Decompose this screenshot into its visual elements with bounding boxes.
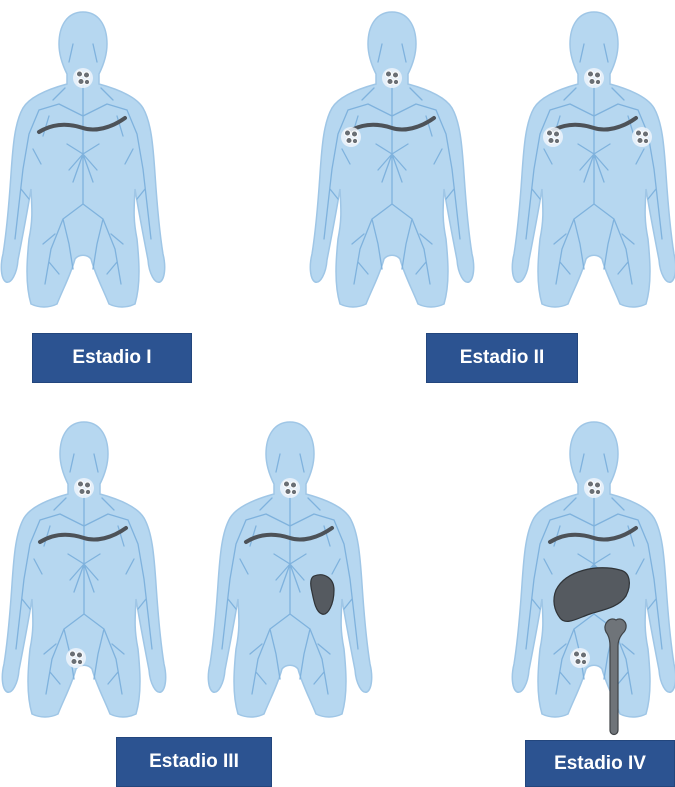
body-outline — [210, 414, 370, 719]
neck-lymph-nodes — [382, 68, 402, 88]
stage-2a-figure — [312, 4, 472, 309]
stage-3-label: Estadio III — [116, 737, 272, 787]
neck-lymph-nodes — [74, 478, 94, 498]
stage-4-label: Estadio IV — [525, 740, 675, 787]
body-outline — [312, 4, 472, 309]
inguinal-lymph-nodes — [66, 648, 86, 668]
stage-3b-figure — [210, 414, 370, 719]
neck-lymph-nodes — [73, 68, 93, 88]
stage-2-label: Estadio II — [426, 333, 578, 383]
body-outline — [3, 4, 163, 309]
left-axillary-lymph-nodes — [632, 127, 652, 147]
body-outline — [514, 4, 674, 309]
body-outline — [4, 414, 164, 719]
stage-4-figure — [514, 414, 674, 719]
axillary-lymph-nodes — [341, 127, 361, 147]
body-outline — [514, 414, 674, 719]
inguinal-lymph-nodes — [570, 648, 590, 668]
stage-2b-figure — [514, 4, 674, 309]
neck-lymph-nodes — [584, 68, 604, 88]
stage-1-figure — [3, 4, 163, 309]
stage-1-label: Estadio I — [32, 333, 192, 383]
neck-lymph-nodes — [584, 478, 604, 498]
right-axillary-lymph-nodes — [543, 127, 563, 147]
neck-lymph-nodes — [280, 478, 300, 498]
stage-3a-figure — [4, 414, 164, 719]
